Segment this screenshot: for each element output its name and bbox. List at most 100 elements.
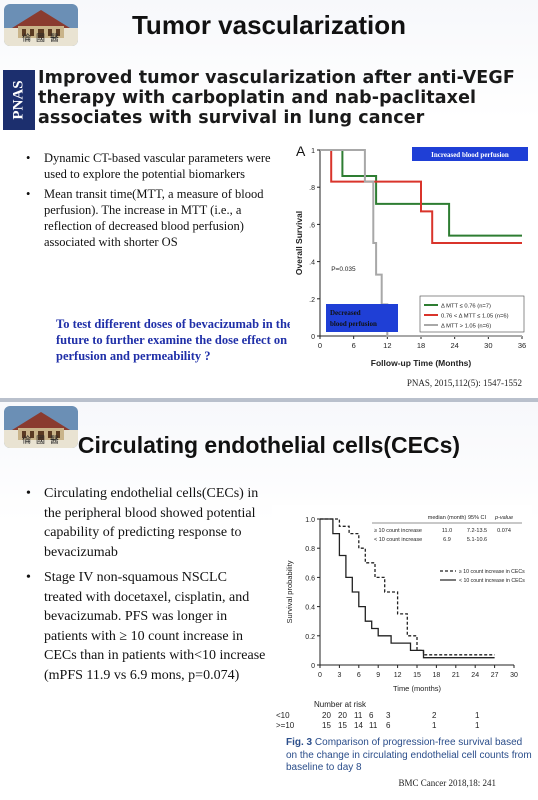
y-tick-label: 0.8 <box>305 546 315 553</box>
slide-title: Tumor vascularization <box>131 10 407 40</box>
decreased-perfusion-label-line1: Decreased <box>330 309 361 317</box>
stats-row-median: 6.9 <box>443 537 451 543</box>
risk-cell: 1 <box>475 721 480 730</box>
stats-header-median: median (month) <box>428 515 467 521</box>
research-question-note: To test different doses of bevacizumab i… <box>56 317 293 363</box>
citation: PNAS, 2015,112(5): 1547-1552 <box>406 378 522 388</box>
legend-label-2: 0.76 < Δ MTT ≤ 1.05 (n=6) <box>441 314 509 320</box>
citation: BMC Cancer 2018,18: 241 <box>398 778 497 788</box>
stats-row-median: 11.0 <box>442 528 452 534</box>
y-axis-label: Survival probability <box>285 560 294 623</box>
x-tick-label: 18 <box>417 341 425 350</box>
chart-legend: Δ MTT ≤ 0.76 (n=7) 0.76 < Δ MTT ≤ 1.05 (n… <box>419 295 525 333</box>
risk-cell: 6 <box>386 721 391 730</box>
decreased-perfusion-box-bg <box>326 304 398 332</box>
risk-cell: 20 <box>322 711 331 720</box>
risk-cell: 6 <box>369 711 374 720</box>
bullet-list: Circulating endothelial cells(CECs) in t… <box>18 484 268 691</box>
stats-row-label: < 10 count increase <box>374 537 422 543</box>
x-tick-label: 0 <box>318 341 322 350</box>
slide-title: Circulating endothelial cells(CECs) <box>77 432 461 458</box>
panel-label: A <box>296 143 306 159</box>
pnas-logo: PNAS <box>3 70 35 130</box>
x-tick-label: 30 <box>484 341 492 350</box>
stats-row-label: ≥ 10 count increase <box>374 528 422 534</box>
stats-row-ci: 5.1-10.6 <box>467 537 487 543</box>
hospital-building-icon <box>4 4 78 46</box>
risk-cell: 15 <box>338 721 347 730</box>
y-axis-label: Overall Survival <box>294 211 304 275</box>
decreased-perfusion-label-line2: blood perfusion <box>330 320 377 328</box>
risk-row-group: >=10 <box>276 721 295 730</box>
hospital-logo: 倫 國 醫 <box>4 4 78 46</box>
y-tick-label: .2 <box>309 297 315 304</box>
increased-perfusion-label: Increased blood perfusion <box>431 151 509 159</box>
chart-background <box>290 138 538 383</box>
bullet-item: Stage IV non-squamous NSCLC treated with… <box>18 568 268 685</box>
y-tick-label: 0.4 <box>305 605 315 612</box>
y-tick-label: .8 <box>309 185 315 192</box>
risk-table-label: Number at risk <box>314 700 367 709</box>
x-tick-label: 12 <box>394 672 402 679</box>
x-tick-label: 30 <box>510 672 518 679</box>
survival-line-series-2 <box>320 149 522 244</box>
x-tick-label: 24 <box>471 672 479 679</box>
x-tick-label: 18 <box>433 672 441 679</box>
x-tick-label: 21 <box>452 672 460 679</box>
paper-headline: Improved tumor vascularization after ant… <box>38 68 538 128</box>
x-axis-label: Time (months) <box>393 684 442 693</box>
y-tick-label: 0 <box>311 663 315 670</box>
figure-caption-text: Comparison of progression-free survival … <box>286 737 532 773</box>
risk-cell: 3 <box>386 711 391 720</box>
x-tick-label: 24 <box>450 341 458 350</box>
legend-label-1: Δ MTT ≤ 0.76 (n=7) <box>441 304 491 310</box>
y-tick-label: 0.2 <box>305 634 315 641</box>
risk-cell: 20 <box>338 711 347 720</box>
x-tick-label: 0 <box>318 672 322 679</box>
figure-caption: Fig. 3 Comparison of progression-free su… <box>286 737 536 775</box>
risk-cell: 11 <box>354 711 363 720</box>
survival-line-series-2 <box>320 518 495 659</box>
legend-label-3: Δ MTT > 1.05 (n=6) <box>441 324 491 330</box>
y-tick-label: 1 <box>311 148 315 155</box>
headline-line-1: Improved tumor vascularization after ant… <box>38 68 515 88</box>
x-tick-label: 6 <box>357 672 361 679</box>
y-tick-label: 1.0 <box>305 517 315 524</box>
hospital-building-icon <box>4 406 78 448</box>
p-value-annotation: P=0.035 <box>331 266 356 273</box>
hospital-logo: 倫 國 醫 <box>4 406 78 448</box>
headline-line-2: therapy with carboplatin and nab-paclita… <box>38 88 477 108</box>
x-axis-label: Follow-up Time (Months) <box>371 358 472 368</box>
x-tick-label: 6 <box>352 341 356 350</box>
hospital-logo-text: 倫 國 醫 <box>22 34 60 44</box>
y-tick-label: .4 <box>309 260 315 267</box>
increased-perfusion-box-bg <box>412 147 528 161</box>
bullet-list: Dynamic CT-based vascular parameters wer… <box>14 150 289 254</box>
hospital-logo-text: 倫 國 醫 <box>22 436 60 446</box>
risk-cell: 15 <box>322 721 331 730</box>
bullet-item: Mean transit time(MTT, a measure of bloo… <box>14 186 289 250</box>
bullet-item: Dynamic CT-based vascular parameters wer… <box>14 150 289 182</box>
increased-perfusion-box: Increased blood perfusion <box>412 147 528 161</box>
risk-cell: 14 <box>354 721 363 730</box>
slide-divider <box>0 398 538 402</box>
x-tick-label: 9 <box>376 672 380 679</box>
headline-line-3: associates with survival in lung cancer <box>38 108 425 128</box>
chart-legend: ≥ 10 count increase in CECs< 10 count in… <box>440 569 525 584</box>
y-tick-label: 0.6 <box>305 575 315 582</box>
risk-cell: 11 <box>369 721 378 730</box>
slide-tumor-vascularization: 倫 國 醫 Tumor vascularization PNAS Improve… <box>0 0 538 398</box>
stats-row-pvalue: 0.074 <box>497 528 511 534</box>
x-tick-label: 36 <box>518 341 526 350</box>
x-tick-label: 12 <box>383 341 391 350</box>
risk-cell: 1 <box>475 711 480 720</box>
x-tick-label: 27 <box>491 672 499 679</box>
y-tick-label: .6 <box>309 222 315 229</box>
figure-caption-label: Fig. 3 <box>286 737 313 748</box>
pnas-journal-icon: PNAS <box>3 70 35 130</box>
pnas-logo-text: PNAS <box>10 80 26 119</box>
y-tick-label: 0 <box>311 334 315 341</box>
